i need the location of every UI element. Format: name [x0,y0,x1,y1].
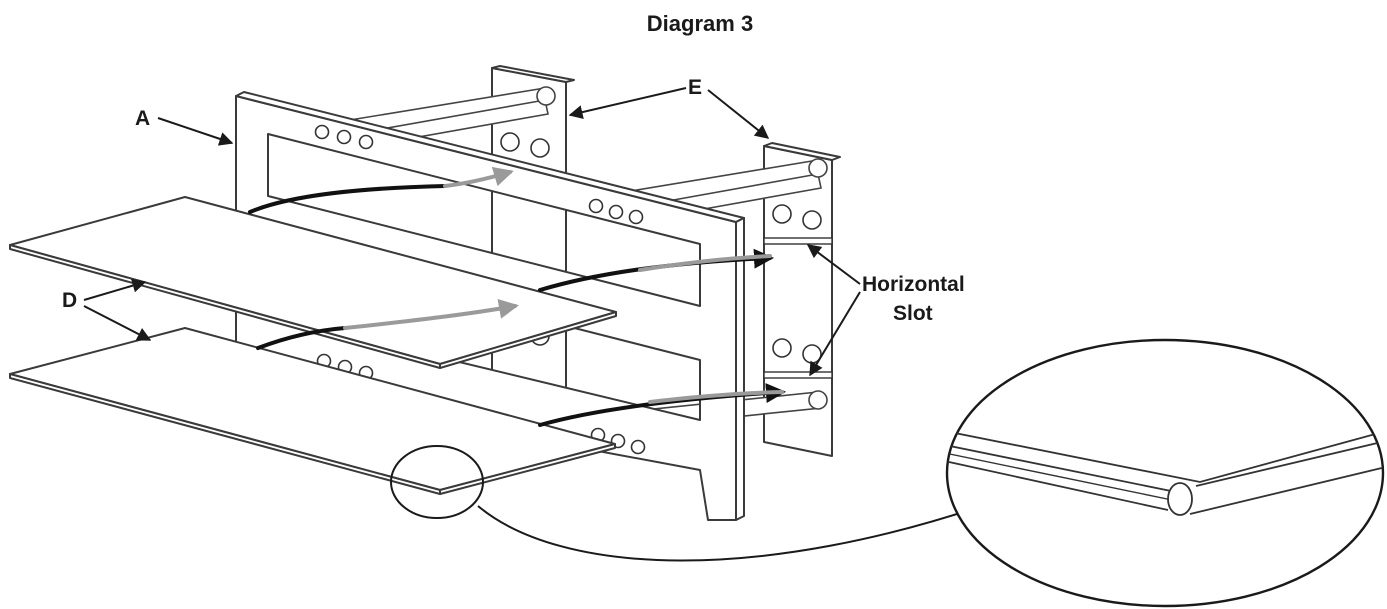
shelf-upper [9,196,617,369]
pointer-slot-lower [809,291,861,377]
pointer-e-front [707,89,770,139]
frame-hole [608,204,624,220]
frame-hole [630,439,646,455]
label-e: E [688,76,702,99]
panel-hole [772,204,792,224]
horizontal-slot-upper [763,237,833,245]
pointer-d-lower [83,305,152,341]
pointer-slot-upper [806,244,861,285]
diagram-title: Diagram 3 [647,11,753,36]
insertion-arrows [248,167,786,427]
detail-connector-line [477,497,1006,562]
pointer-a [157,117,234,146]
magnified-edge-detail [945,338,1385,608]
end-panel-front [763,142,841,457]
panel-hole [802,210,822,230]
label-horizontal-slot-line1: Horizontal [862,273,965,296]
pointer-d-upper [83,278,147,301]
label-d: D [62,289,77,312]
pointer-e-back [568,87,687,119]
frame-hole [314,124,330,140]
panel-hole [530,138,550,158]
detail-marker-circle [390,445,484,519]
frame-hole [336,129,352,145]
horizontal-slot-lower [763,371,833,379]
label-a: A [135,107,150,130]
panel-hole [500,132,520,152]
panel-hole [772,338,792,358]
frame-hole [588,198,604,214]
frame-hole [628,209,644,225]
label-horizontal-slot-line2: Slot [893,302,933,325]
frame-a [235,91,745,521]
frame-hole [358,134,374,150]
